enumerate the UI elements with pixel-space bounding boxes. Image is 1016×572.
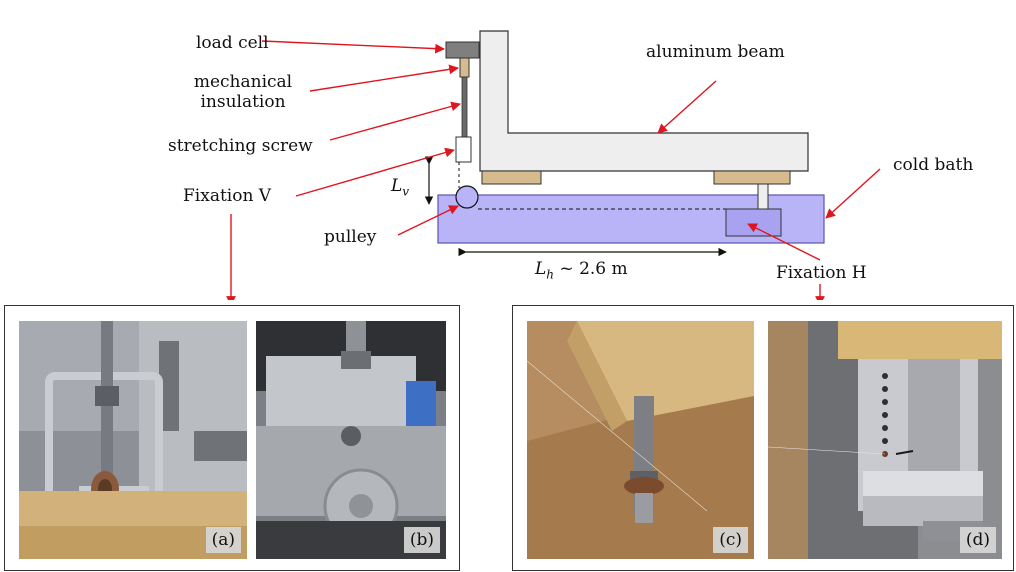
fixation-v-block <box>455 136 472 163</box>
arrow-fixation-v <box>295 147 455 197</box>
label-lh: Lh ~ 2.6 m <box>535 259 628 284</box>
label-mechanical-insulation-line1: mechanical <box>193 72 293 92</box>
label-mechanical-insulation: mechanical insulation <box>188 72 298 112</box>
mechanical-insulation <box>459 57 470 78</box>
lh-subscript: h <box>546 267 555 282</box>
load-cell <box>445 41 480 59</box>
setup-schematic <box>226 30 881 300</box>
label-mechanical-insulation-line2: insulation <box>200 92 286 112</box>
arrow-load-cell <box>261 40 445 54</box>
arrow-cold-bath <box>825 168 881 219</box>
panel-tag-d: (d) <box>959 527 996 553</box>
arrow-stretching-screw <box>329 101 461 141</box>
panel-tag-b: (b) <box>403 527 440 553</box>
wood-support-left <box>481 170 542 185</box>
photo-d: (d) <box>768 321 1002 559</box>
arrow-pulley <box>397 205 459 236</box>
wood-support-right <box>713 170 791 185</box>
label-lv: Lv <box>391 176 409 201</box>
aluminum-beam <box>479 30 809 172</box>
label-cold-bath: cold bath <box>893 155 974 175</box>
label-fixation-h: Fixation H <box>776 263 867 283</box>
panel-tag-c: (c) <box>713 527 748 553</box>
label-stretching-screw: stretching screw <box>168 136 313 156</box>
label-load-cell: load cell <box>196 33 269 53</box>
fixation-h-post <box>757 183 769 210</box>
label-aluminum-beam: aluminum beam <box>646 42 785 62</box>
label-pulley: pulley <box>324 227 377 247</box>
label-fixation-v: Fixation V <box>183 186 272 206</box>
arrow-fixation-h <box>747 223 821 261</box>
photo-panel-fixation-v: (a) (b) <box>4 305 460 571</box>
fixation-h-block <box>725 208 782 237</box>
panel-tag-a: (a) <box>205 527 241 553</box>
stretching-screw <box>461 76 468 138</box>
lh-value: ~ 2.6 m <box>554 259 628 279</box>
photo-panel-fixation-h: (c) (d) <box>512 305 1014 571</box>
lh-symbol: L <box>535 259 547 279</box>
lv-subscript: v <box>402 184 410 199</box>
pulley <box>455 185 479 209</box>
photo-b: (b) <box>256 321 446 559</box>
lv-symbol: L <box>391 176 403 196</box>
photo-c: (c) <box>527 321 754 559</box>
arrow-mechanical-insulation <box>309 64 459 92</box>
photo-a: (a) <box>19 321 247 559</box>
arrow-aluminum-beam <box>657 80 717 134</box>
